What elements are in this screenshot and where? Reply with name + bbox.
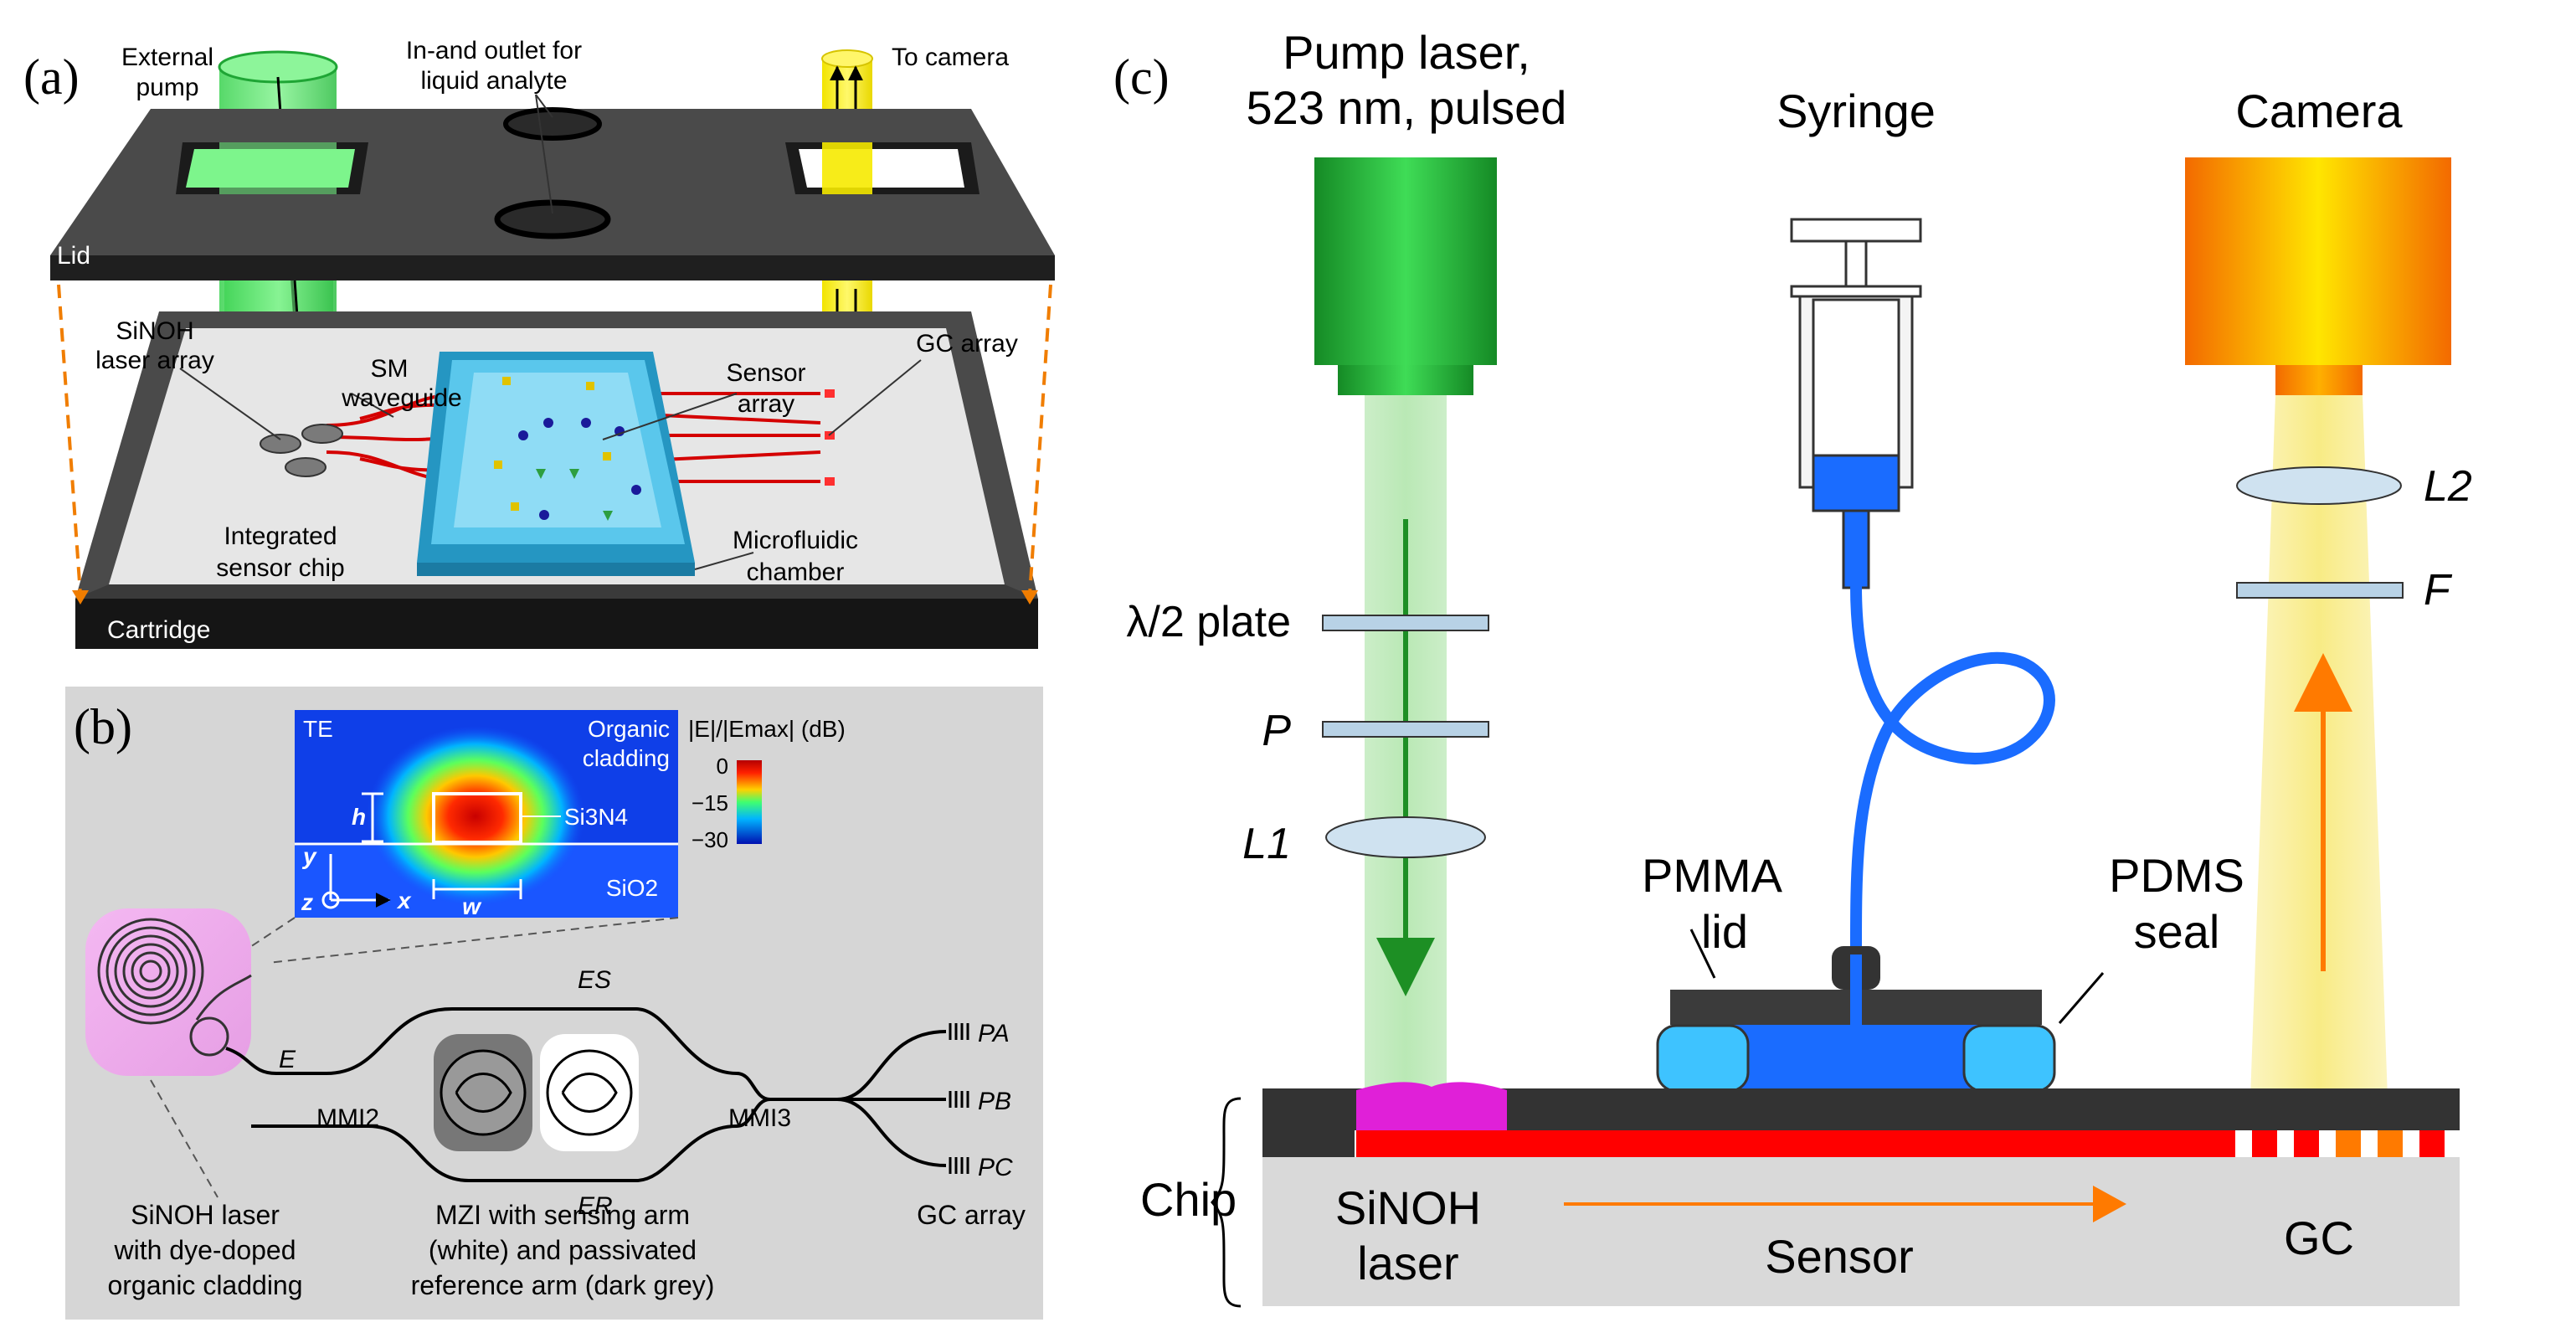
panel-a: (a) <box>23 37 1055 649</box>
label-l1: L1 <box>1242 820 1291 868</box>
panel-a-tag: (a) <box>23 49 80 105</box>
label-e: E <box>279 1046 296 1073</box>
label-gc-array: GC array <box>916 330 1018 358</box>
label-camera: Camera <box>2235 85 2403 137</box>
label-chip: Chip <box>1140 1173 1237 1226</box>
caption-laser-1: SiNOH laser <box>131 1200 280 1230</box>
chip-brace <box>1211 1097 1242 1308</box>
label-sensor-chip-2: sensor chip <box>216 554 344 582</box>
label-te: TE <box>303 716 333 742</box>
label-mmi3: MMI3 <box>728 1104 791 1132</box>
label-syringe: Syringe <box>1776 85 1936 137</box>
colorbar-tick-0: 0 <box>717 754 728 779</box>
panel-c-tag: (c) <box>1113 49 1170 105</box>
label-filter: F <box>2424 566 2453 615</box>
label-w: w <box>462 893 482 919</box>
label-sensor: Sensor <box>1765 1230 1913 1283</box>
label-microfluidic-2: chamber <box>747 558 845 586</box>
label-substrate: SiO2 <box>606 875 658 901</box>
label-sm-waveguide: SM <box>371 355 409 383</box>
label-lid: Lid <box>57 242 90 270</box>
label-er: ER <box>578 1192 613 1220</box>
colorbar-title: |E|/|Emax| (dB) <box>688 716 846 742</box>
label-half-wave: λ/2 plate <box>1126 598 1291 646</box>
caption-mzi-3: reference arm (dark grey) <box>411 1270 715 1300</box>
chip-cross-section <box>1262 1082 2460 1306</box>
label-core: Si3N4 <box>564 804 628 830</box>
caption-mzi-1: MZI with sensing arm <box>435 1200 690 1230</box>
label-pdms-2: seal <box>2134 905 2220 958</box>
caption-laser-3: organic cladding <box>107 1270 302 1300</box>
label-polarizer: P <box>1262 707 1291 755</box>
label-pump-2: 523 nm, pulsed <box>1247 81 1567 134</box>
label-to-camera: To camera <box>892 44 1009 71</box>
pump-optics <box>1322 615 1489 858</box>
label-sensor-chip: Integrated <box>224 522 337 550</box>
label-inlet: In-and outlet for <box>406 37 582 64</box>
syringe <box>1790 218 2055 972</box>
label-pb: PB <box>978 1088 1011 1115</box>
mzi-circuit <box>225 1007 947 1182</box>
label-pmma-1: PMMA <box>1642 849 1783 902</box>
label-sm-waveguide-2: waveguide <box>341 384 461 412</box>
label-external-pump-2: pump <box>136 74 198 101</box>
caption-mzi-2: (white) and passivated <box>429 1235 697 1265</box>
label-cartridge: Cartridge <box>107 616 210 644</box>
label-h: h <box>352 804 366 830</box>
label-external-pump: External <box>121 44 213 71</box>
label-sensor-array-2: array <box>738 390 794 418</box>
label-pc: PC <box>978 1154 1013 1181</box>
label-l2: L2 <box>2424 462 2472 511</box>
gc-array-marks <box>949 1023 969 1174</box>
label-microfluidic: Microfluidic <box>733 527 858 554</box>
microfluidic-chamber <box>417 352 695 576</box>
mode-field-inset: TE Organic cladding Si3N4 SiO2 h w x y z <box>295 710 678 919</box>
label-cladding: cladding <box>583 745 670 771</box>
label-axis-z: z <box>301 889 313 915</box>
caption-laser-2: with dye-doped <box>113 1235 296 1265</box>
camera <box>2185 157 2451 1099</box>
lid <box>50 107 1055 280</box>
colorbar: |E|/|Emax| (dB) 0 −15 −30 <box>688 716 846 852</box>
label-axis-x: x <box>396 888 412 913</box>
label-pa: PA <box>978 1020 1010 1047</box>
label-organic: Organic <box>588 716 670 742</box>
panel-b-tag: (b) <box>74 699 132 754</box>
colorbar-tick-2: −30 <box>692 827 728 852</box>
label-sensor-array: Sensor <box>726 359 805 387</box>
label-pdms-1: PDMS <box>2109 849 2244 902</box>
label-inlet-2: liquid analyte <box>420 67 567 95</box>
label-pmma-2: lid <box>1701 905 1748 958</box>
panel-b: (b) TE Organic cladding Si3N4 SiO2 h <box>65 687 1043 1320</box>
label-laser-1: SiNOH <box>1335 1181 1481 1234</box>
label-axis-y: y <box>301 843 317 869</box>
label-laser-array: SiNOH <box>116 317 193 345</box>
laser-disks <box>260 424 343 477</box>
label-laser-array-2: laser array <box>95 347 214 374</box>
mzi-sensing-arm <box>540 1034 639 1151</box>
panel-c: (c) Pump laser, 523 nm, pulsed λ/2 plate… <box>1113 26 2472 1308</box>
spiral-laser <box>85 908 252 1198</box>
caption-gc: GC array <box>917 1200 1026 1230</box>
label-laser-2: laser <box>1357 1237 1458 1289</box>
label-mmi2: MMI2 <box>316 1104 379 1132</box>
label-gc: GC <box>2284 1212 2354 1264</box>
pump-laser <box>1314 157 1497 1099</box>
label-pump-1: Pump laser, <box>1283 26 1530 79</box>
mzi-reference-arm <box>434 1034 532 1151</box>
colorbar-tick-1: −15 <box>692 790 728 816</box>
label-es: ES <box>578 966 611 994</box>
